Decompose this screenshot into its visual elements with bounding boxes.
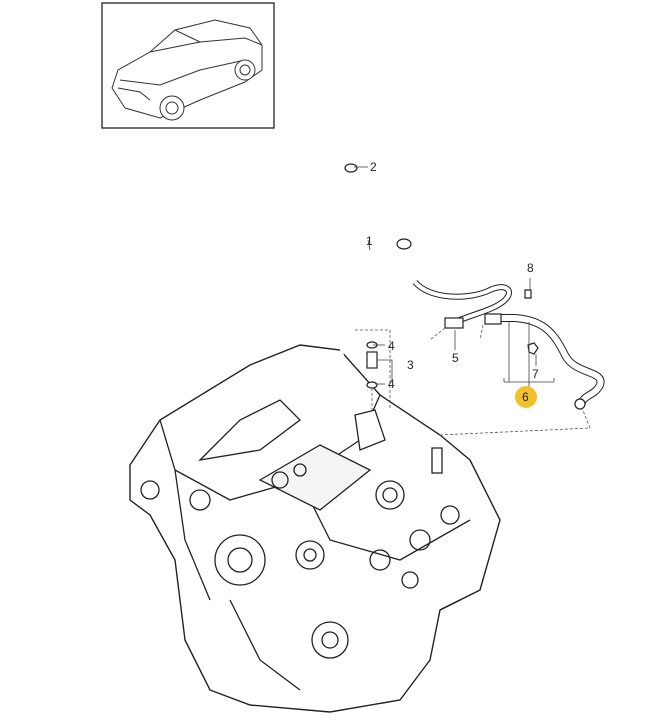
callout-3[interactable]: 3	[407, 358, 414, 372]
callout-4a[interactable]: 4	[388, 339, 395, 353]
callout-7[interactable]: 7	[532, 367, 539, 381]
engine-block	[129, 344, 501, 713]
callout-5[interactable]: 5	[452, 351, 459, 365]
callout-2[interactable]: 2	[370, 160, 377, 174]
callout-6-highlight[interactable]: 6	[515, 386, 537, 408]
breather-hose-6	[412, 279, 605, 410]
callout-6[interactable]: 6	[522, 390, 529, 404]
callout-8[interactable]: 8	[527, 261, 534, 275]
fitting-stack	[366, 341, 378, 410]
breather-hose-1	[324, 163, 420, 373]
car-thumbnail-icon	[111, 19, 263, 121]
callout-1[interactable]: 1	[366, 234, 373, 248]
callout-4b[interactable]: 4	[388, 377, 395, 391]
vehicle-thumbnail[interactable]	[101, 2, 275, 129]
